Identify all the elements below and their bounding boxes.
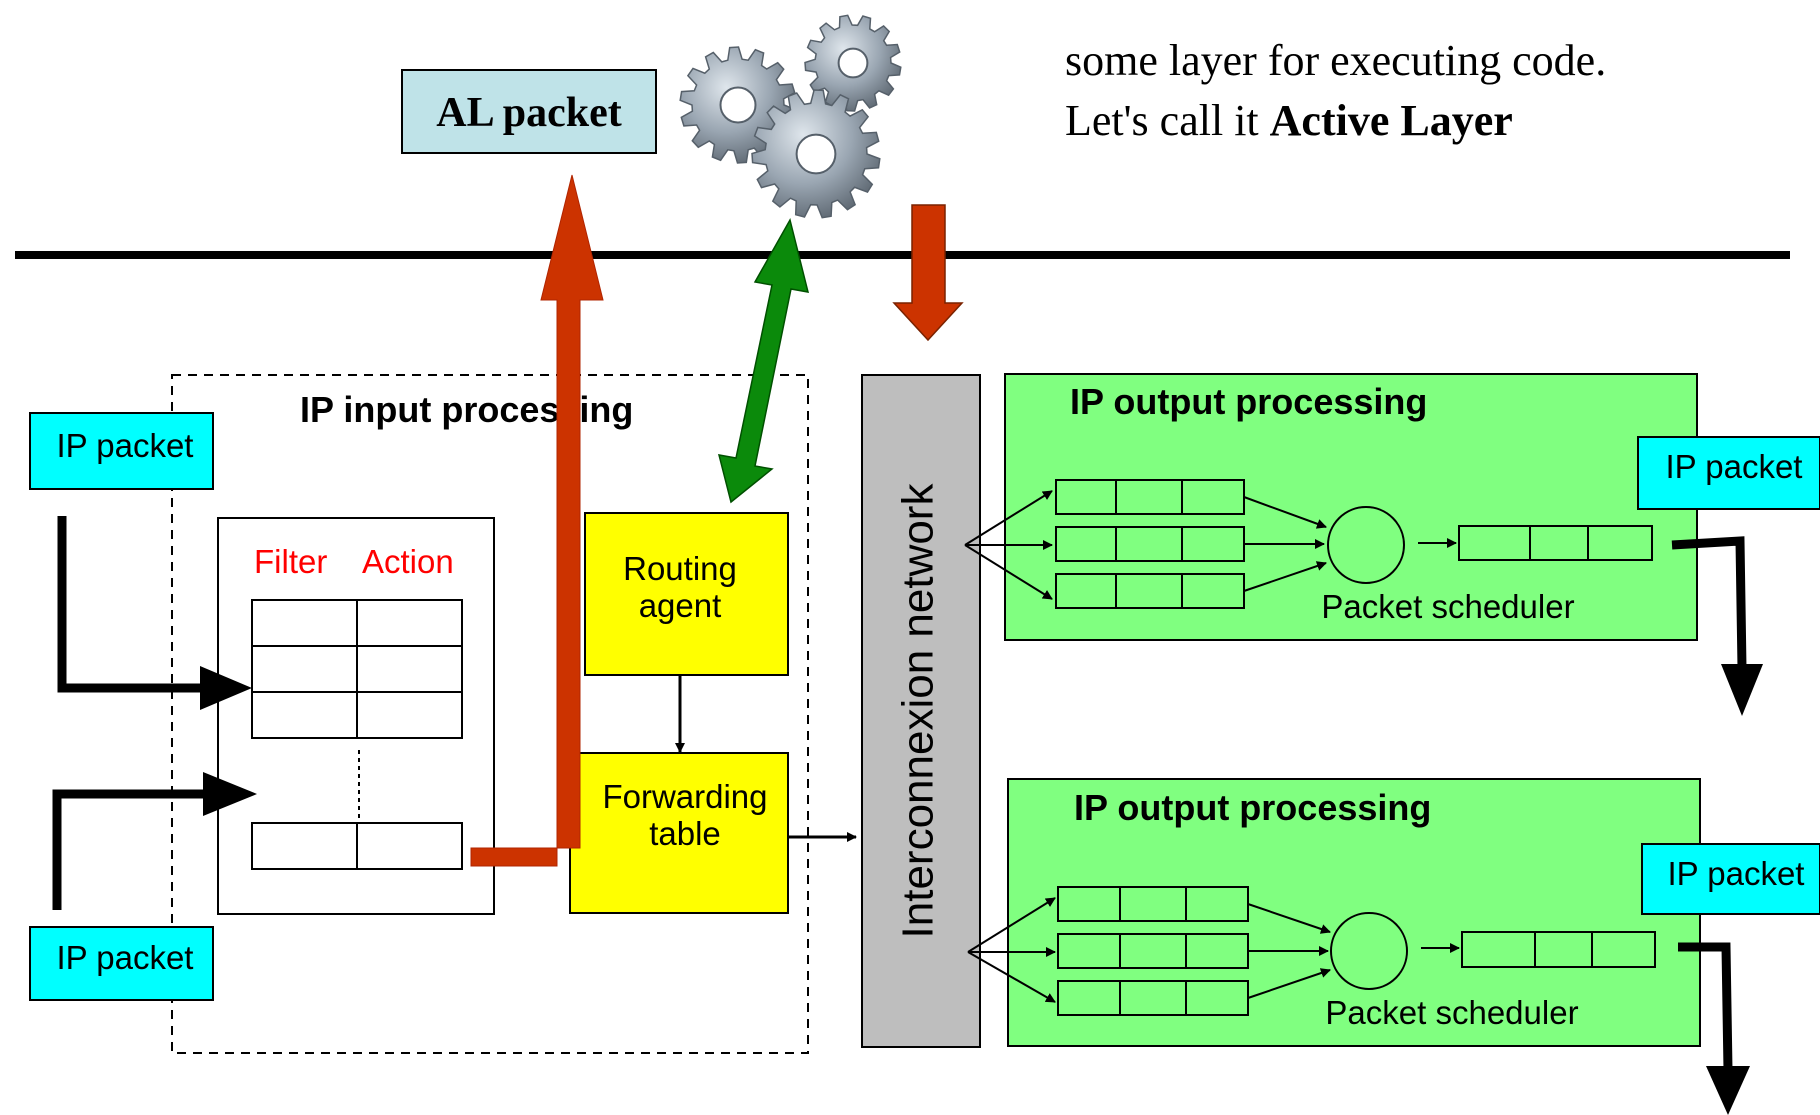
forwarding-table-box: Forwarding table bbox=[569, 752, 789, 914]
packet-scheduler-label-1: Packet scheduler bbox=[1321, 588, 1574, 625]
forwarding-table-label-1: Forwarding bbox=[602, 778, 767, 815]
output-processing-1: IP output processing Packet scheduler bbox=[964, 373, 1698, 641]
input-ip-packet-label-2: IP packet bbox=[57, 939, 194, 976]
output-arrow-1 bbox=[1671, 536, 1763, 716]
routing-agent-label-1: Routing bbox=[623, 550, 737, 587]
output-processing-title-1: IP output processing bbox=[1070, 381, 1427, 422]
input-arrow-2 bbox=[52, 772, 257, 910]
packet-scheduler-2 bbox=[1330, 912, 1408, 990]
output-ip-packet-label-1: IP packet bbox=[1666, 448, 1803, 485]
output-ip-packet-2: IP packet bbox=[1641, 843, 1820, 915]
output-arrow-2 bbox=[1678, 942, 1750, 1115]
packet-scheduler-label-2: Packet scheduler bbox=[1325, 994, 1578, 1031]
input-ip-packet-2: IP packet bbox=[29, 926, 214, 1001]
routing-agent-label-2: agent bbox=[639, 587, 722, 624]
filter-action-table: Filter Action bbox=[217, 517, 495, 915]
green-bidirectional-arrow bbox=[717, 217, 810, 504]
active-layer-note-line1: some layer for executing code. bbox=[1065, 36, 1606, 85]
interconnexion-network: Interconnexion network bbox=[861, 374, 981, 1048]
input-processing-title: IP input processing bbox=[300, 389, 633, 430]
red-uplink-arrow bbox=[470, 174, 604, 867]
al-packet-box: AL packet bbox=[401, 69, 657, 154]
forwarding-table-label-2: table bbox=[649, 815, 721, 852]
output-processing-2: IP output processing Packet scheduler bbox=[967, 778, 1701, 1047]
input-arrow-1 bbox=[57, 516, 252, 710]
action-header: Action bbox=[362, 543, 454, 580]
gears-icon bbox=[679, 14, 902, 219]
input-processing-region bbox=[171, 374, 809, 1054]
packet-scheduler-1 bbox=[1327, 506, 1405, 584]
interconnexion-label: Interconnexion network bbox=[894, 483, 943, 939]
active-layer-note-line2: Let's call it Active Layer bbox=[1065, 96, 1513, 145]
al-packet-label: AL packet bbox=[436, 90, 622, 136]
routing-agent-box: Routing agent bbox=[584, 512, 789, 676]
output-ip-packet-label-2: IP packet bbox=[1668, 855, 1805, 892]
filter-header: Filter bbox=[254, 543, 327, 580]
red-downlink-arrow bbox=[892, 204, 964, 342]
output-ip-packet-1: IP packet bbox=[1637, 436, 1820, 510]
input-ip-packet-1: IP packet bbox=[29, 412, 214, 490]
input-ip-packet-label-1: IP packet bbox=[57, 427, 194, 464]
output-processing-title-2: IP output processing bbox=[1074, 787, 1431, 828]
